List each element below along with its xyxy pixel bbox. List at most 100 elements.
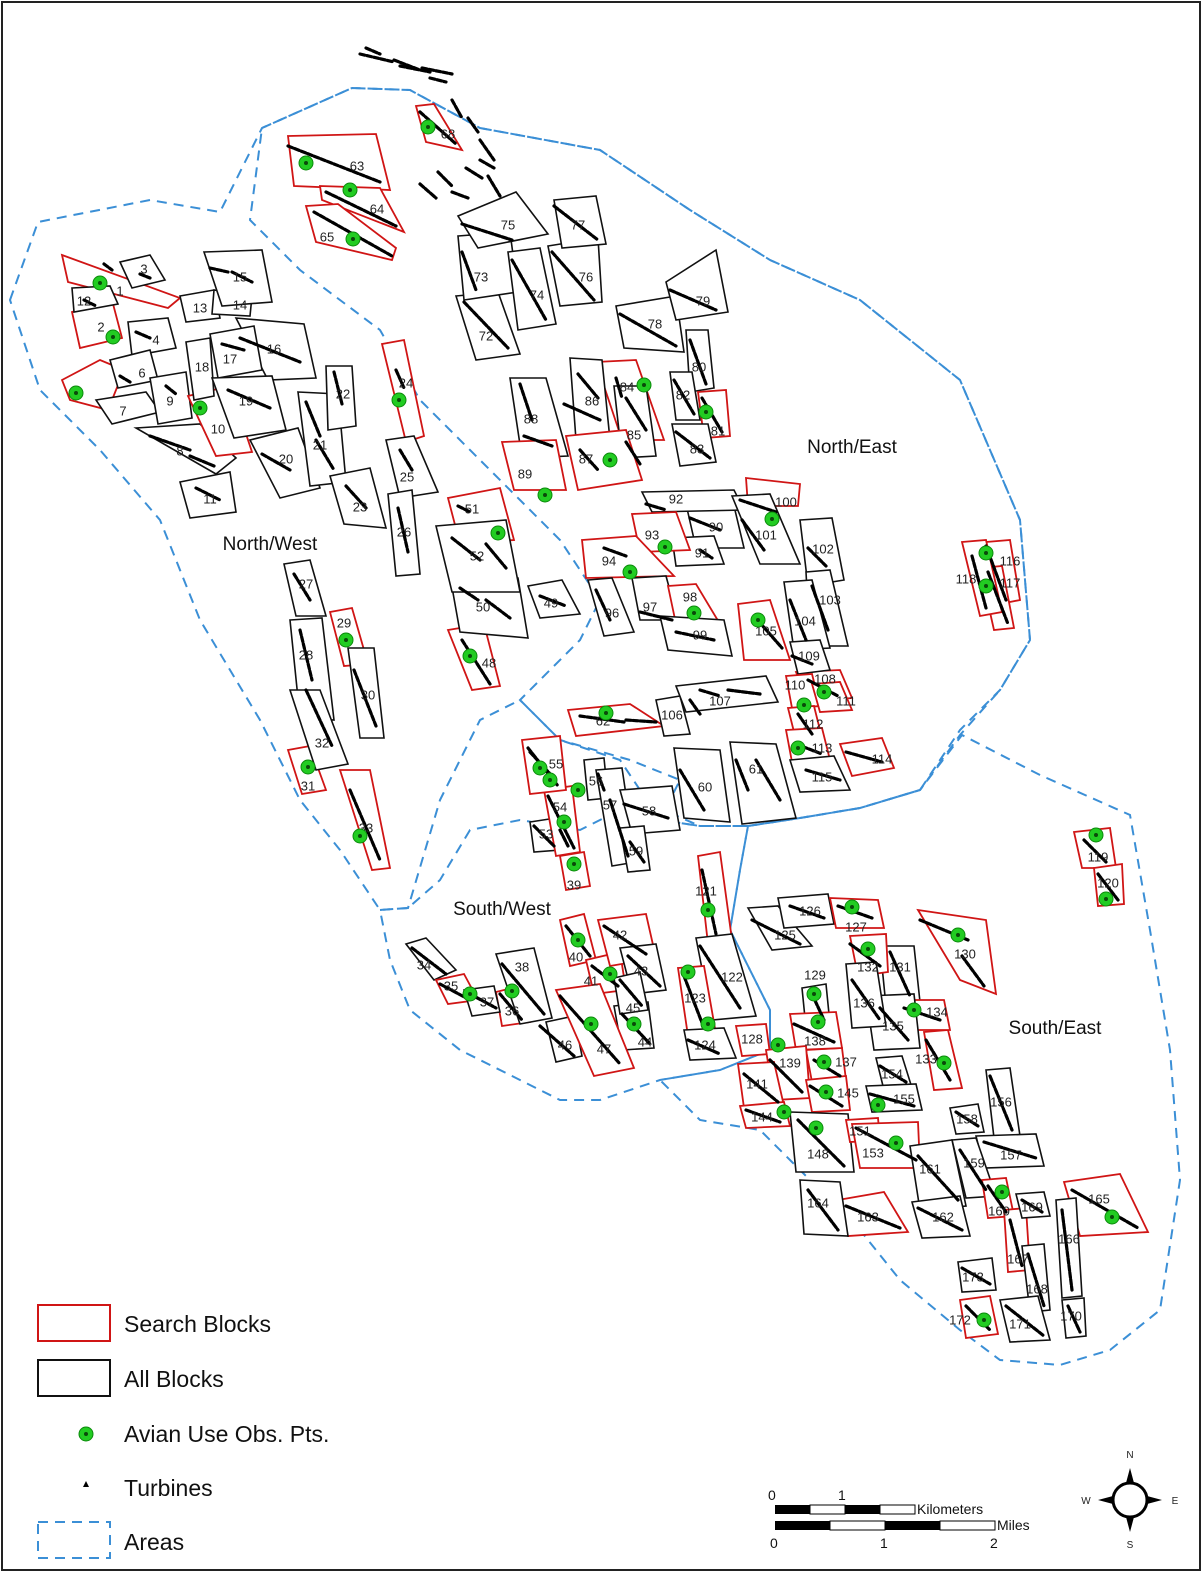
turbine-string-89 bbox=[628, 840, 646, 864]
obs-point-2 bbox=[68, 385, 84, 401]
block-label-127: 127 bbox=[845, 919, 867, 934]
turbine-string-75 bbox=[844, 750, 884, 764]
block-label-10: 10 bbox=[211, 421, 225, 436]
block-label-154: 154 bbox=[881, 1066, 903, 1081]
block-label-34: 34 bbox=[417, 957, 431, 972]
turbine-string-114 bbox=[744, 1108, 782, 1124]
scale-bar: 0 1 Kilometers Miles 0 1 2 bbox=[768, 1487, 1030, 1551]
block-label-42: 42 bbox=[613, 927, 627, 942]
block-label-61: 61 bbox=[749, 761, 763, 776]
turbine-string-13 bbox=[450, 190, 470, 200]
block-label-169: 169 bbox=[1021, 1199, 1043, 1214]
block-label-171: 171 bbox=[1009, 1316, 1031, 1331]
turbine-string-159 bbox=[460, 250, 478, 292]
block-20 bbox=[248, 427, 322, 499]
obs-point-25 bbox=[542, 772, 558, 788]
obs-point-23 bbox=[598, 705, 614, 721]
block-label-27: 27 bbox=[299, 576, 313, 591]
obs-point-60 bbox=[796, 697, 812, 713]
scale-km-0: 0 bbox=[768, 1487, 776, 1503]
turbine-string-167 bbox=[688, 338, 708, 386]
block-130 bbox=[916, 908, 998, 996]
turbine-string-139 bbox=[410, 946, 448, 976]
block-label-9: 9 bbox=[166, 393, 173, 408]
block-label-50: 50 bbox=[476, 599, 490, 614]
obs-point-40 bbox=[950, 927, 966, 943]
block-label-75: 75 bbox=[501, 217, 515, 232]
obs-point-17 bbox=[698, 404, 714, 420]
obs-point-4 bbox=[298, 155, 314, 171]
turbine-string-0 bbox=[364, 46, 382, 56]
area-label-south-east: South/East bbox=[1009, 1018, 1103, 1039]
block-label-106: 106 bbox=[661, 707, 683, 722]
turbine-string-142 bbox=[498, 992, 524, 1022]
block-label-15: 15 bbox=[233, 269, 247, 284]
turbine-string-16 bbox=[138, 272, 152, 280]
turbine-string-113 bbox=[742, 1072, 780, 1104]
turbine-string-46 bbox=[538, 594, 568, 608]
obs-point-47 bbox=[808, 1120, 824, 1136]
scale-mile-2: 2 bbox=[990, 1535, 998, 1551]
block-label-47: 47 bbox=[597, 1041, 611, 1056]
block-label-49: 49 bbox=[544, 595, 558, 610]
turbine-string-68 bbox=[788, 598, 808, 642]
block-label-22: 22 bbox=[336, 386, 350, 401]
block-label-3: 3 bbox=[140, 261, 147, 276]
compass-s: S bbox=[1127, 1540, 1134, 1551]
scale-km-1: 1 bbox=[838, 1487, 846, 1503]
triangle-icon bbox=[83, 1481, 89, 1487]
block-label-21: 21 bbox=[313, 437, 327, 452]
turbine-string-169 bbox=[672, 378, 696, 416]
block-label-26: 26 bbox=[397, 524, 411, 539]
block-label-156: 156 bbox=[990, 1094, 1012, 1109]
block-label-63: 63 bbox=[350, 158, 364, 173]
turbine-string-125 bbox=[986, 1184, 1008, 1214]
obs-point-51 bbox=[936, 1055, 952, 1071]
block-76 bbox=[547, 237, 603, 307]
obs-point-56 bbox=[978, 578, 994, 594]
turbine-string-111 bbox=[792, 1022, 836, 1044]
obs-point-30 bbox=[602, 966, 618, 982]
turbine-string-72 bbox=[796, 712, 814, 736]
turbine-string-4 bbox=[420, 66, 454, 76]
block-label-122: 122 bbox=[721, 969, 743, 984]
block-label-28: 28 bbox=[299, 647, 313, 662]
block-label-172: 172 bbox=[949, 1312, 971, 1327]
block-label-121: 121 bbox=[695, 883, 717, 898]
turbine-string-60 bbox=[602, 546, 628, 558]
block-label-89: 89 bbox=[518, 466, 532, 481]
obs-point-35 bbox=[700, 902, 716, 918]
block-label-40: 40 bbox=[569, 949, 583, 964]
block-label-44: 44 bbox=[638, 1034, 652, 1049]
turbine-string-70 bbox=[790, 654, 814, 666]
block-105 bbox=[737, 599, 792, 661]
obs-point-22 bbox=[750, 612, 766, 628]
turbine-string-126 bbox=[916, 1154, 960, 1202]
turbine-string-162 bbox=[510, 258, 548, 322]
turbine-string-106 bbox=[850, 978, 882, 1022]
block-label-162: 162 bbox=[932, 1209, 954, 1224]
turbine-string-150 bbox=[618, 978, 644, 1008]
block-label-1: 1 bbox=[116, 283, 123, 298]
block-label-29: 29 bbox=[337, 615, 351, 630]
block-label-45: 45 bbox=[626, 1000, 640, 1015]
block-label-77: 77 bbox=[571, 217, 585, 232]
turbine-string-132 bbox=[1008, 1218, 1024, 1268]
turbine-string-85 bbox=[558, 828, 570, 848]
obs-point-7 bbox=[420, 119, 436, 135]
block-label-124: 124 bbox=[694, 1037, 716, 1052]
obs-point-36 bbox=[680, 964, 696, 980]
block-label-139: 139 bbox=[779, 1055, 801, 1070]
block-61 bbox=[729, 741, 798, 825]
block-label-68: 68 bbox=[441, 126, 455, 141]
block-label-35: 35 bbox=[444, 978, 458, 993]
block-label-130: 130 bbox=[954, 946, 976, 961]
turbine-string-92 bbox=[986, 570, 1010, 626]
turbine-string-156 bbox=[324, 190, 398, 228]
obs-point-41 bbox=[806, 986, 822, 1002]
turbine-string-129 bbox=[806, 1188, 840, 1232]
turbine-string-59 bbox=[698, 548, 714, 560]
turbine-string-42 bbox=[450, 536, 482, 562]
obs-point-33 bbox=[504, 983, 520, 999]
block-label-115: 115 bbox=[812, 769, 833, 784]
